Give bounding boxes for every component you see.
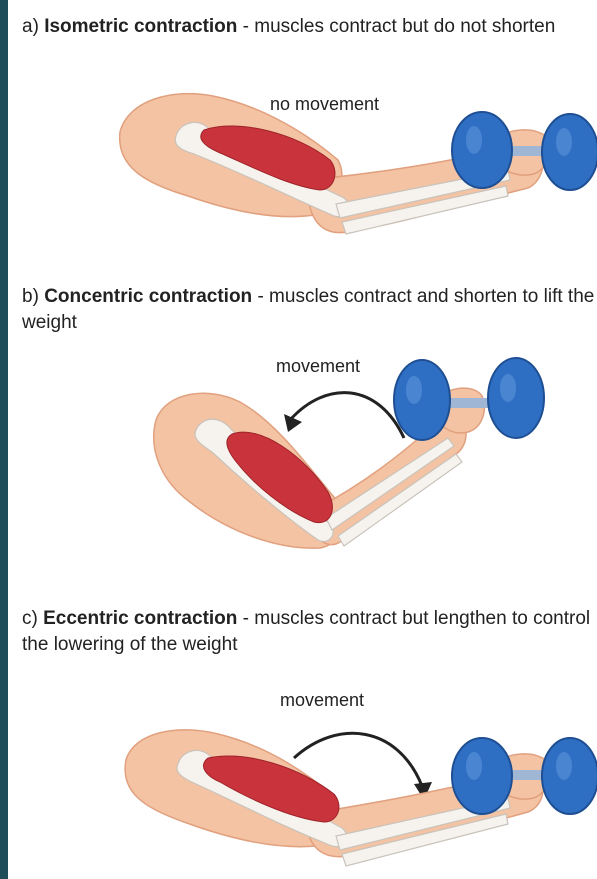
section-eccentric: c) Eccentric contraction - muscles contr… — [8, 600, 597, 879]
curved-arrow-icon — [284, 393, 404, 438]
section-isometric: a) Isometric contraction - muscles contr… — [8, 0, 597, 250]
section-concentric: b) Concentric contraction - muscles cont… — [8, 270, 597, 590]
isometric-arm-illustration — [8, 0, 597, 250]
eccentric-arm-illustration — [8, 600, 597, 879]
diagram-page: a) Isometric contraction - muscles contr… — [8, 0, 597, 879]
concentric-arm-illustration — [8, 270, 597, 590]
radius-bone — [326, 438, 454, 530]
